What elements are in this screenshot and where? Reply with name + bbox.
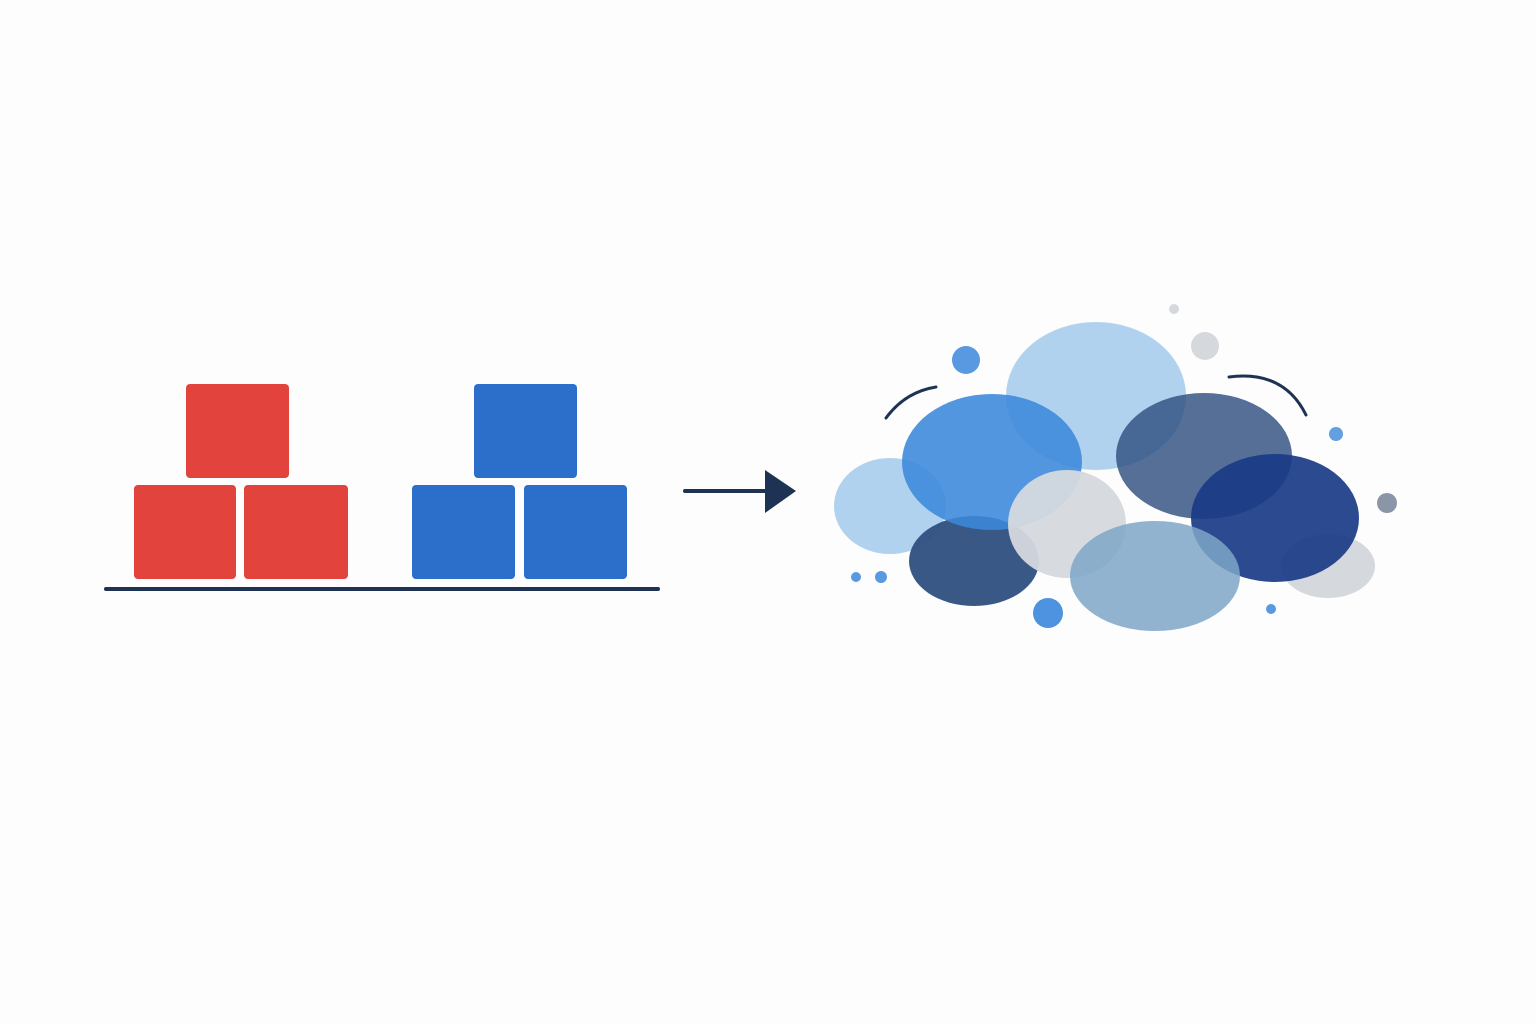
- cloud-dot: [875, 571, 887, 583]
- blue-block-bottom-right: [524, 485, 627, 579]
- block-stacks-group: [104, 384, 660, 591]
- red-block-bottom-left: [134, 485, 236, 579]
- cloud-dot: [1329, 427, 1343, 441]
- cloud-dot: [1377, 493, 1397, 513]
- red-block-bottom-right: [244, 485, 348, 579]
- transform-arrow: [683, 470, 796, 513]
- blue-block-bottom-left: [412, 485, 515, 579]
- cloud-motion-arc-right: [1227, 374, 1308, 417]
- blob-cloud-group: [834, 304, 1397, 631]
- cloud-motion-arc-left: [884, 385, 938, 420]
- arrow-head: [765, 470, 796, 513]
- cloud-dot: [851, 572, 861, 582]
- red-block-stack: [134, 384, 348, 579]
- blue-block-stack: [412, 384, 627, 579]
- cloud-dot: [952, 346, 980, 374]
- cloud-dot: [1169, 304, 1179, 314]
- red-block-top: [186, 384, 289, 478]
- cloud-blob-bottom-steel: [1070, 521, 1240, 631]
- cloud-blob-right-navy: [1191, 454, 1359, 582]
- cloud-blob-lower-left-dark: [909, 516, 1039, 606]
- cloud-dot: [1266, 604, 1276, 614]
- blue-block-top: [474, 384, 577, 478]
- cloud-dot: [1191, 332, 1219, 360]
- cloud-dot: [1033, 598, 1063, 628]
